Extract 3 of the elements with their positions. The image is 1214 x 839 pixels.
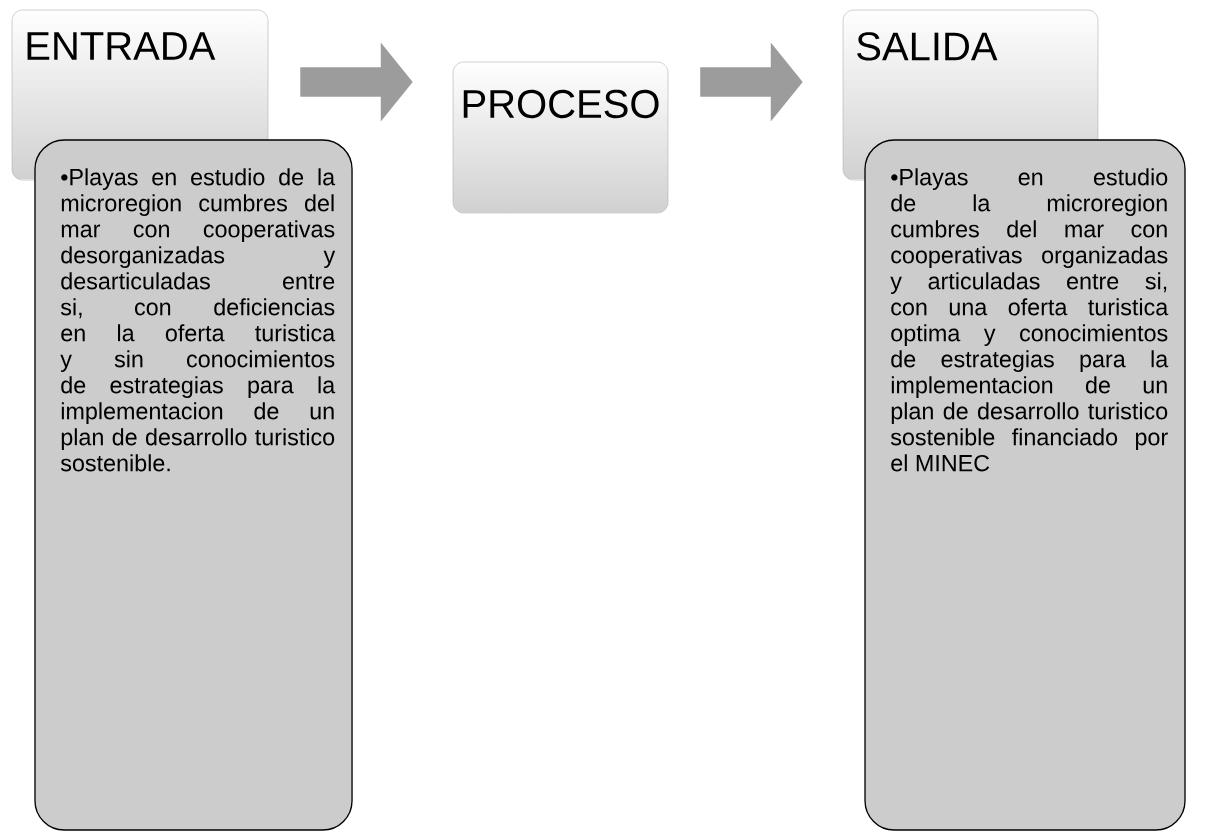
text-box: •Playas en estudio de la microregion cumbres del mar con cooperativas organizadas y articuladas entre si, con una oferta turistica optima y conocimientos de estrategias para la implementacion de un plan de desarrollo turistico sostenible financiado por el MINEC	[864, 139, 1186, 831]
text-box: •Playas en estudio de la microregion cumbres del mar con cooperativas desorganizadas y desarticuladas entre si, con deficiencias en la oferta turistica y sin conocimientos de estrategias para la implementacion de un plan de desarrollo turistico sostenible.	[34, 139, 353, 831]
process-box: PROCESO	[452, 61, 669, 214]
